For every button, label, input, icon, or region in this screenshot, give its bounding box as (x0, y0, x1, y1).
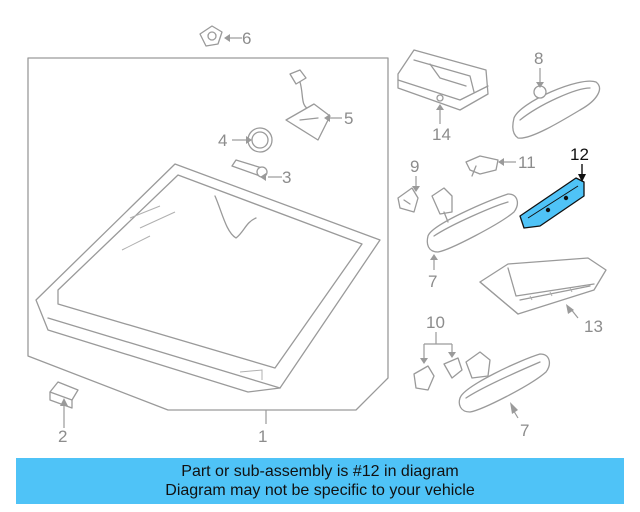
info-banner: Part or sub-assembly is #12 in diagram D… (16, 458, 624, 504)
part-3-sensor (231, 159, 282, 181)
part-14-console (397, 49, 489, 124)
part-4-ring (232, 127, 273, 153)
part-6-clip (199, 25, 242, 47)
callout-7-lower: 7 (520, 421, 529, 440)
part-11-sensor (465, 155, 516, 177)
part-7-mirror-lower (458, 351, 551, 419)
callout-13: 13 (584, 317, 603, 336)
callout-12: 12 (570, 145, 589, 164)
banner-line-1: Part or sub-assembly is #12 in diagram (181, 463, 459, 480)
callout-7-upper: 7 (428, 272, 437, 291)
part-5-rain-sensor (285, 69, 342, 141)
parts-diagram: 1 2 3 4 5 6 7 7 8 9 10 11 12 13 14 (27, 25, 607, 446)
part-9-clip (397, 176, 420, 213)
part-2-bracket (49, 381, 79, 428)
part-10-clips (413, 332, 463, 391)
callout-1: 1 (258, 427, 267, 446)
part-7-mirror-upper (426, 187, 519, 270)
callout-2: 2 (58, 427, 67, 446)
windshield-glass (35, 163, 381, 393)
callout-8: 8 (534, 49, 543, 68)
part-12-bracket (519, 164, 586, 229)
part-13-cover (479, 257, 607, 319)
callout-11: 11 (518, 153, 536, 172)
callout-3: 3 (282, 168, 291, 187)
callout-10: 10 (426, 313, 445, 332)
part-8-mirror (512, 68, 601, 139)
banner-line-2: Diagram may not be specific to your vehi… (165, 482, 475, 499)
callout-4: 4 (218, 131, 227, 150)
callout-9: 9 (410, 157, 419, 176)
callout-6: 6 (242, 29, 251, 48)
windshield-frame (27, 57, 389, 411)
callout-14: 14 (432, 125, 451, 144)
callout-5: 5 (344, 109, 353, 128)
